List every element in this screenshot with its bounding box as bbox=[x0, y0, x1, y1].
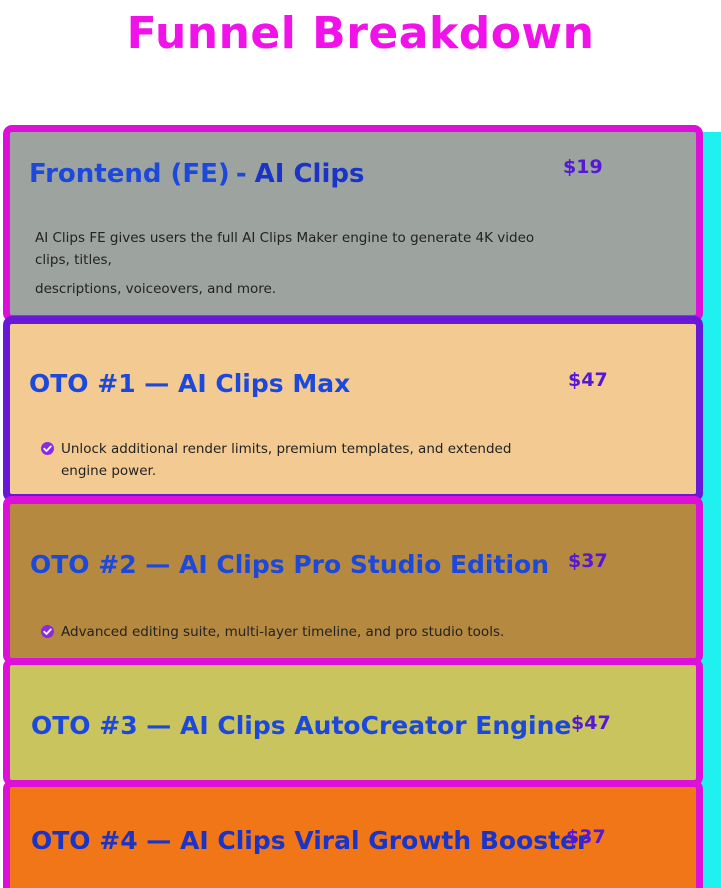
price-oto4: $37 bbox=[566, 826, 606, 848]
bullet-oto1: Unlock additional render limits, premium… bbox=[41, 438, 521, 482]
card-title-oto2: OTO #2 — AI Clips Pro Studio Edition bbox=[30, 550, 549, 579]
price-oto1: $47 bbox=[568, 369, 608, 391]
card-title-oto4: OTO #4 — AI Clips Viral Growth Booster bbox=[31, 826, 589, 855]
card-title-oto3: OTO #3 — AI Clips AutoCreator Engine bbox=[31, 711, 572, 740]
bullet-text-oto1: Unlock additional render limits, premium… bbox=[61, 441, 512, 479]
price-oto3: $47 bbox=[571, 712, 611, 734]
card-title-prefix: Frontend (FE) bbox=[29, 159, 230, 189]
card-title-suffix: AI Clips bbox=[254, 159, 365, 189]
card-title-oto1: OTO #1 — AI Clips Max bbox=[29, 369, 351, 398]
check-circle-icon bbox=[41, 442, 54, 455]
card-frontend: Frontend (FE)-AI Clips $19 AI Clips FE g… bbox=[3, 125, 703, 322]
card-oto1: OTO #1 — AI Clips Max $47 Unlock additio… bbox=[3, 316, 703, 502]
price-frontend: $19 bbox=[563, 156, 603, 178]
card-oto4: OTO #4 — AI Clips Viral Growth Booster $… bbox=[3, 780, 703, 888]
desc-line-1: AI Clips FE gives users the full AI Clip… bbox=[35, 230, 535, 268]
cyan-accent-bar bbox=[700, 132, 721, 888]
desc-frontend: AI Clips FE gives users the full AI Clip… bbox=[35, 227, 555, 271]
card-title-dash: - bbox=[235, 159, 247, 189]
card-title-oto4-text: OTO #4 — AI Clips Viral Growth Booster bbox=[31, 826, 590, 855]
bullet-oto2: Advanced editing suite, multi-layer time… bbox=[41, 621, 561, 643]
bullet-text-oto2: Advanced editing suite, multi-layer time… bbox=[61, 624, 505, 640]
page-title: Funnel Breakdown bbox=[126, 8, 595, 59]
price-oto2: $37 bbox=[568, 550, 608, 572]
desc-frontend-2: descriptions, voiceovers, and more. bbox=[35, 278, 276, 300]
card-title-frontend: Frontend (FE)-AI Clips bbox=[29, 159, 364, 189]
check-circle-icon bbox=[41, 625, 54, 638]
card-oto3: OTO #3 — AI Clips AutoCreator Engine $47 bbox=[3, 658, 703, 786]
desc-line-2: descriptions, voiceovers, and more. bbox=[35, 281, 277, 297]
card-oto2: OTO #2 — AI Clips Pro Studio Edition $37… bbox=[3, 496, 703, 664]
